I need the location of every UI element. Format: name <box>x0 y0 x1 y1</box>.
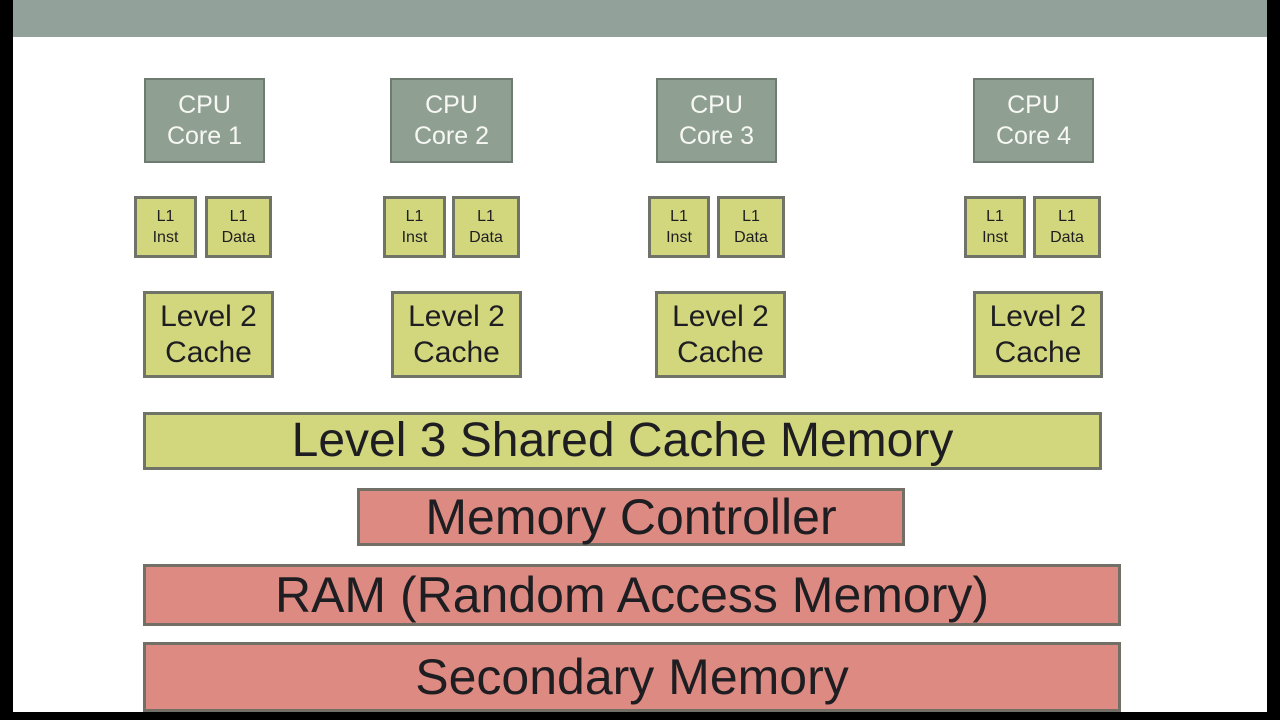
slide-top-band <box>13 0 1267 37</box>
l1-data-cache-3-box: L1 Data <box>717 196 785 258</box>
memory-controller-bar: Memory Controller <box>357 488 905 546</box>
l2-cache-1-box: Level 2 Cache <box>143 291 274 378</box>
l1-data-cache-4-box: L1 Data <box>1033 196 1101 258</box>
secondary-memory-bar: Secondary Memory <box>143 642 1121 712</box>
l1-inst-cache-1-box: L1 Inst <box>134 196 197 258</box>
l2-cache-4-box: Level 2 Cache <box>973 291 1103 378</box>
l2-cache-2-box: Level 2 Cache <box>391 291 522 378</box>
ram-bar: RAM (Random Access Memory) <box>143 564 1121 626</box>
l1-inst-cache-3-box: L1 Inst <box>648 196 710 258</box>
cpu-core-4-box: CPU Core 4 <box>973 78 1094 163</box>
cpu-core-2-box: CPU Core 2 <box>390 78 513 163</box>
cpu-core-3-box: CPU Core 3 <box>656 78 777 163</box>
cpu-core-1-box: CPU Core 1 <box>144 78 265 163</box>
l1-data-cache-2-box: L1 Data <box>452 196 520 258</box>
l3-shared-cache-bar: Level 3 Shared Cache Memory <box>143 412 1102 470</box>
l1-inst-cache-2-box: L1 Inst <box>383 196 446 258</box>
l1-data-cache-1-box: L1 Data <box>205 196 272 258</box>
letterbox-right <box>1267 0 1280 720</box>
l2-cache-3-box: Level 2 Cache <box>655 291 786 378</box>
letterbox-left <box>0 0 13 720</box>
letterbox-bottom <box>0 712 1280 720</box>
l1-inst-cache-4-box: L1 Inst <box>964 196 1026 258</box>
